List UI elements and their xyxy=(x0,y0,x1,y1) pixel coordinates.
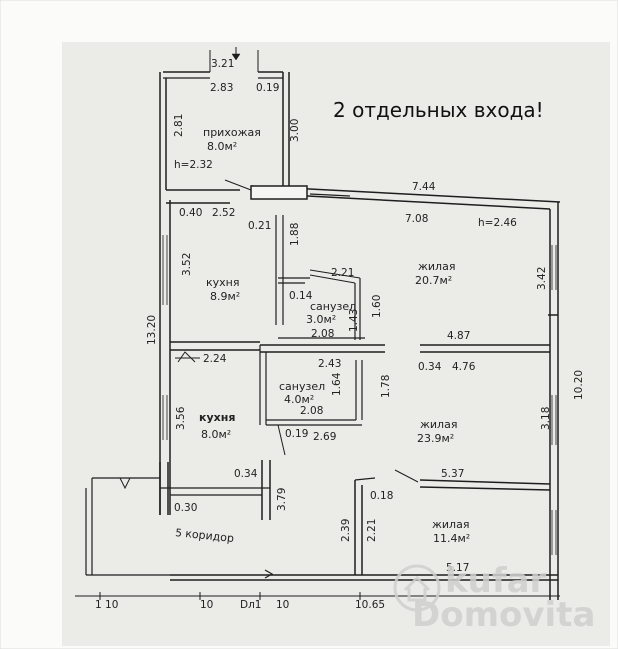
dimension-label: 5.17 xyxy=(446,562,469,574)
scale-label: 1 10 xyxy=(95,599,118,611)
dimension-labels: 3.21 2.83 0.19 2.81 3.00 7.44 0.40 2.52 … xyxy=(146,58,585,574)
dimension-label: 0.21 xyxy=(248,220,271,232)
room-kitchen2-area: 8.0м² xyxy=(201,428,231,441)
room-hall-area: 8.0м² xyxy=(207,140,237,153)
dimension-label: 3.21 xyxy=(211,58,234,70)
paper-scan xyxy=(62,42,610,646)
dimension-label: 7.44 xyxy=(412,181,436,193)
room-hall-name: прихожая xyxy=(203,126,261,139)
room-kitchen2-name: кухня xyxy=(199,411,235,424)
dimension-label: 1.88 xyxy=(289,223,301,246)
room-bath2-name: санузел xyxy=(279,380,325,393)
dimension-label: 7.08 xyxy=(405,213,428,225)
dimension-label: 10.20 xyxy=(573,370,585,400)
dimension-label: 1.78 xyxy=(380,375,392,398)
dimension-label: 2.21 xyxy=(331,267,354,279)
dimension-label: 3.42 xyxy=(536,267,548,290)
scale-label: 10 xyxy=(200,599,213,611)
dimension-label: 2.43 xyxy=(318,358,341,370)
dimension-label: 3.79 xyxy=(276,488,288,511)
room-living3-area: 11.4м² xyxy=(433,532,470,545)
watermark-line1: kufar xyxy=(445,561,547,601)
dimension-label: 3.00 xyxy=(289,119,301,142)
room-labels: прихожая 8.0м² h=2.32 кухня 8.9м² санузе… xyxy=(174,126,517,545)
watermark-logo-icon xyxy=(393,564,441,612)
dimension-label: 4.87 xyxy=(447,330,470,342)
scale-label: Dл1 xyxy=(240,599,261,611)
dimension-label: 0.19 xyxy=(285,428,308,440)
dimension-label: 4.76 xyxy=(452,361,476,373)
room-living1-area: 20.7м² xyxy=(415,274,452,287)
dimension-label: 2.08 xyxy=(311,328,334,340)
dimension-label: 0.34 xyxy=(234,468,258,480)
room-bath1-name: санузел xyxy=(310,300,356,313)
room-bath2-area: 4.0м² xyxy=(284,393,314,406)
dimension-label: 3.18 xyxy=(540,407,552,430)
room-corridor-prefix: 5 xyxy=(175,527,183,540)
room-kitchen1-name: кухня xyxy=(206,276,239,289)
entrances-note: 2 отдельных входа! xyxy=(333,98,544,122)
dimension-label: 3.52 xyxy=(181,253,193,276)
dimension-label: 3.56 xyxy=(175,406,187,430)
room-living2-name: жилая xyxy=(420,418,457,431)
dimension-label: 0.34 xyxy=(418,361,442,373)
dimension-label: 2.83 xyxy=(210,82,233,94)
dimension-label: 0.18 xyxy=(370,490,393,502)
walls xyxy=(75,47,561,600)
room-living3-name: жилая xyxy=(432,518,469,531)
dimension-label: 2.81 xyxy=(173,114,185,137)
room-corridor-name: коридор xyxy=(185,527,235,545)
watermark-line2: Domovita xyxy=(412,595,595,635)
room-living1-name: жилая xyxy=(418,260,455,273)
dimension-label: 2.39 xyxy=(340,519,352,542)
dimension-label: 5.37 xyxy=(441,468,464,480)
scale-label: 10 xyxy=(276,599,289,611)
room-living2-area: 23.9м² xyxy=(417,432,454,445)
dimension-label: 0.30 xyxy=(174,502,197,514)
dimension-label: 13.20 xyxy=(146,315,158,345)
dimension-label: 0.40 xyxy=(179,207,202,219)
dimension-label: 2.24 xyxy=(203,353,227,365)
scale-labels: 1 10 10 Dл1 10 10.65 xyxy=(95,599,385,611)
room-hall-height: h=2.32 xyxy=(174,159,213,171)
dimension-label: 2.69 xyxy=(313,431,336,443)
dimension-label: 0.19 xyxy=(256,82,279,94)
room-bath1-area: 3.0м² xyxy=(306,313,336,326)
dimension-label: 2.21 xyxy=(366,519,378,542)
dimension-label: 1.64 xyxy=(331,372,343,396)
scale-label: 10.65 xyxy=(355,599,385,611)
watermark: kufar Domovita xyxy=(393,561,595,635)
room-kitchen1-area: 8.9м² xyxy=(210,290,240,303)
room-living1-height: h=2.46 xyxy=(478,217,517,229)
dimension-label: 0.14 xyxy=(289,290,313,302)
dimension-label: 2.08 xyxy=(300,405,323,417)
dimension-label: 2.52 xyxy=(212,207,235,219)
dimension-label: 1.43 xyxy=(348,309,360,332)
dimension-label: 1.60 xyxy=(371,295,383,318)
